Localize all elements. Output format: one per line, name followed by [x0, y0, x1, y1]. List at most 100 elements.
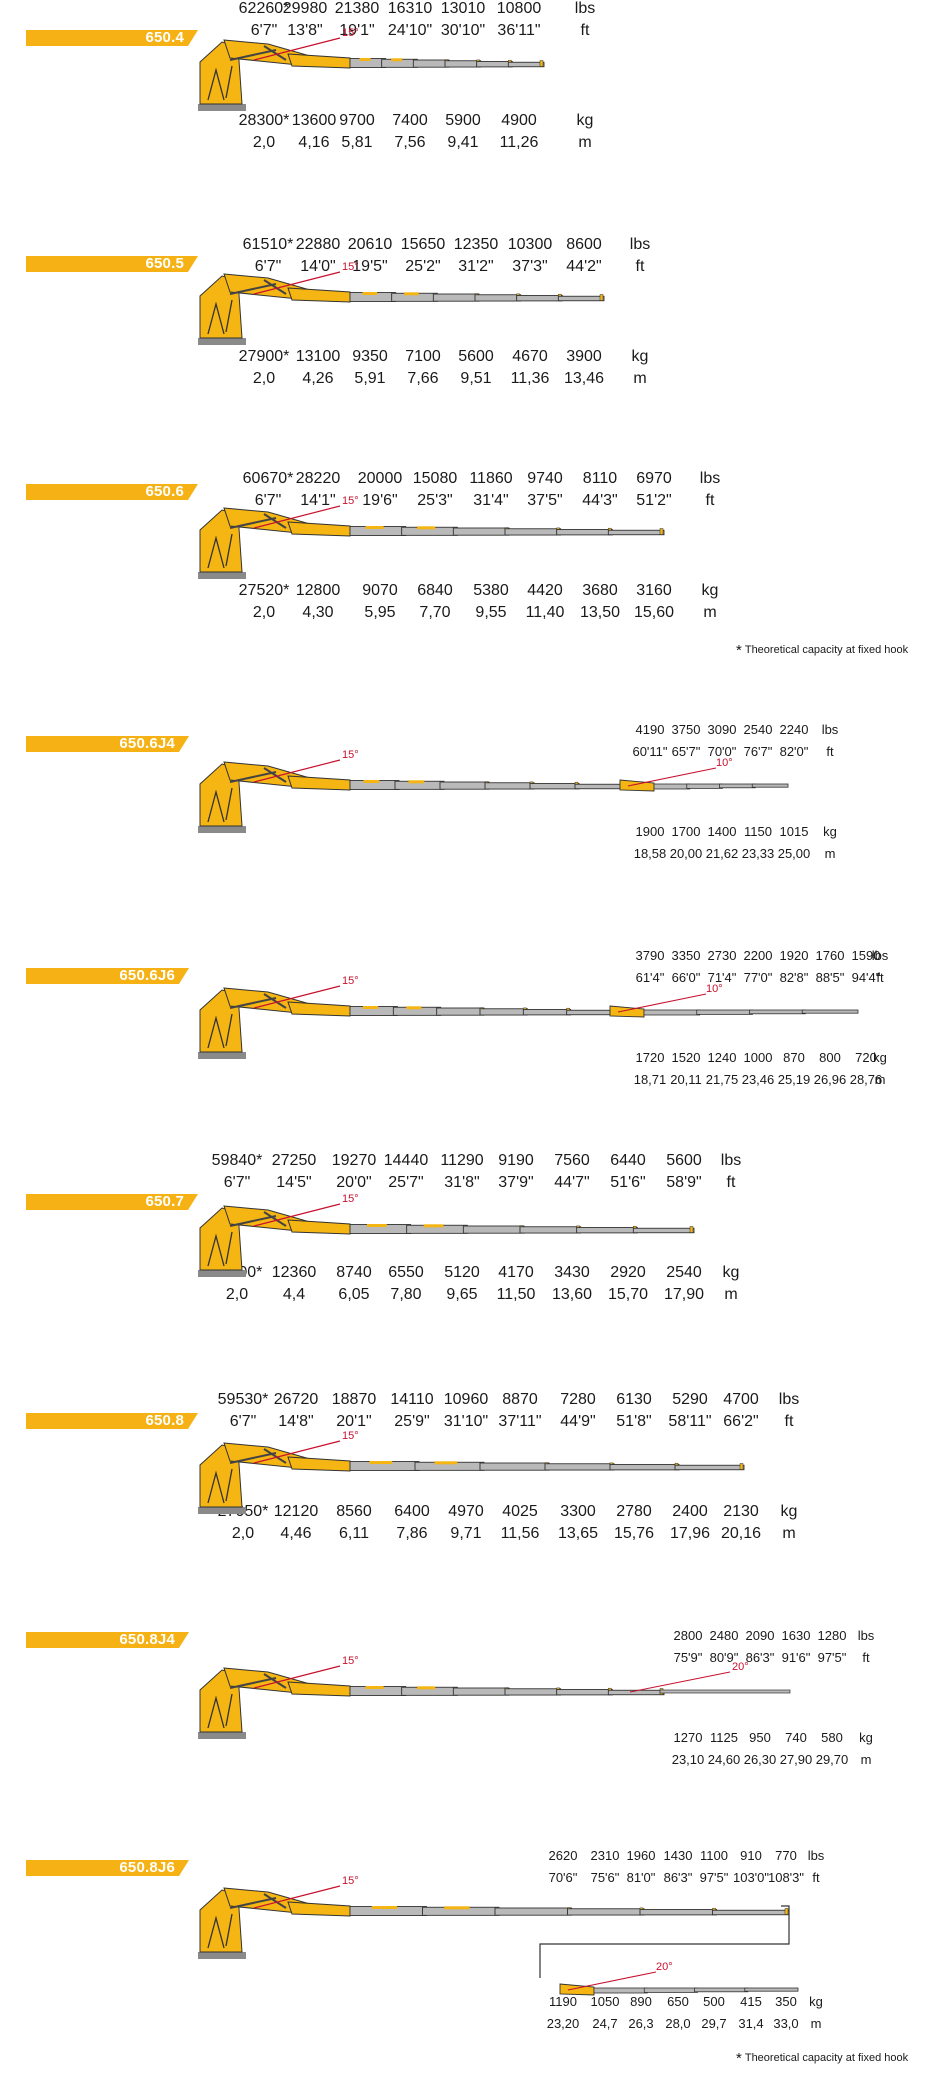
crane-extension-marker — [367, 1224, 387, 1227]
capacity-lbs-row-value: 6440 — [610, 1152, 646, 1169]
reach-m-row-value: 4,16 — [298, 134, 330, 151]
capacity-kg-row-value: 500 — [703, 1994, 725, 2009]
model-tag: 650.5 — [26, 256, 198, 272]
crane-outer-boom — [287, 1001, 351, 1017]
capacity-kg-row-value: 1050 — [590, 1994, 620, 2009]
reach-ft-row-value: 75'6" — [590, 1870, 620, 1885]
capacity-kg-row-value: 5380 — [473, 582, 509, 599]
crane-extension-3 — [412, 59, 450, 68]
crane-base-plate — [198, 104, 246, 111]
reach-ft-row-unit: ft — [580, 22, 590, 39]
crane-extension-6 — [607, 529, 665, 536]
reach-ft-row-value: 66'0" — [671, 970, 701, 985]
capacity-kg-row-value: 3160 — [636, 582, 672, 599]
capacity-kg-row-value: 1000 — [743, 1050, 773, 1065]
crane-column-struts — [207, 787, 233, 823]
capacity-kg-row-unit: kg — [823, 824, 837, 839]
crane-extension-3 — [479, 1462, 550, 1471]
jib-extension-3 — [694, 1987, 749, 1993]
capacity-kg-row-value: 12800 — [295, 582, 341, 599]
crane-diagram: 15°20° — [198, 1875, 799, 1996]
model-name: 650.6 — [145, 483, 184, 500]
capacity-kg-row-value: 5600 — [458, 348, 494, 365]
capacity-lbs-row-value: 22880 — [295, 236, 341, 253]
capacity-kg-row-value: 5120 — [444, 1264, 480, 1281]
capacity-lbs-row-unit: lbs — [720, 1152, 742, 1169]
reach-m-row-value: 13,50 — [579, 604, 621, 621]
jib-extension-3 — [749, 1009, 806, 1015]
reach-m-row-value: 9,41 — [447, 134, 479, 151]
capacity-lbs-row-value: 1100 — [700, 1848, 728, 1863]
capacity-lbs-row-value: 59530* — [217, 1391, 269, 1408]
crane-extension-4 — [444, 60, 482, 68]
capacity-kg-row-value: 1150 — [744, 824, 772, 839]
reach-ft-row-value: 86'3" — [663, 1870, 693, 1885]
reach-ft-row-value: 13'8" — [287, 22, 323, 39]
capacity-kg-row-value: 1520 — [671, 1050, 701, 1065]
reach-ft-row-value: 58'9" — [666, 1174, 702, 1191]
reach-m-row-unit: m — [824, 846, 836, 861]
boom-angle-line — [253, 1203, 341, 1227]
crane-extension-5 — [556, 1689, 613, 1696]
capacity-lbs-row-value: 4190 — [635, 722, 665, 737]
capacity-kg-row-value: 28300* — [238, 112, 290, 129]
capacity-kg-row-unit: kg — [631, 348, 649, 365]
capacity-kg-row-value: 9350 — [352, 348, 388, 365]
reach-m-row-unit: m — [874, 1072, 886, 1087]
reach-m-row-value: 7,66 — [407, 370, 439, 387]
capacity-kg-row-value: 13100 — [295, 348, 341, 365]
crane-extension-collar — [739, 1463, 744, 1470]
capacity-lbs-row-unit: lbs — [574, 0, 596, 17]
crane-extension-marker — [423, 1224, 444, 1228]
capacity-lbs-row-value: 2090 — [745, 1628, 775, 1643]
model-name: 650.7 — [145, 1193, 184, 1210]
jib-extension-1 — [593, 1987, 648, 1994]
reach-m-row-value: 5,81 — [341, 134, 373, 151]
reach-ft-row-value: 37'11" — [498, 1413, 542, 1430]
capacity-lbs-row-unit: lbs — [699, 470, 721, 487]
capacity-kg-row-value: 27900* — [238, 348, 290, 365]
reach-ft-row-value: 6'7" — [254, 492, 282, 509]
boom-angle-label: 15° — [342, 975, 359, 987]
capacity-kg-row-value: 4170 — [498, 1264, 534, 1281]
model-name: 650.6J4 — [119, 735, 175, 752]
capacity-kg-row-value: 890 — [630, 1994, 652, 2009]
reach-m-row-value: 4,30 — [302, 604, 334, 621]
capacity-kg-row-value: 720 — [855, 1050, 877, 1065]
model-tag: 650.4 — [26, 30, 198, 46]
reach-ft-row-value: 66'2" — [723, 1413, 759, 1430]
reach-ft-row-value: 86'3" — [745, 1650, 775, 1665]
capacity-lbs-row-value: 14110 — [390, 1391, 434, 1408]
crane-extension-4 — [519, 1226, 582, 1234]
crane-extension-marker — [406, 1006, 422, 1010]
reach-m-row-value: 15,76 — [613, 1525, 655, 1542]
jib-extension-2 — [643, 1987, 698, 1993]
capacity-kg-row-value: 4670 — [512, 348, 548, 365]
model-tag: 650.8J6 — [26, 1860, 189, 1876]
crane-extension-4 — [474, 294, 522, 302]
crane-column-struts — [207, 299, 233, 335]
reach-ft-row-value: 14'0" — [300, 258, 336, 275]
capacity-kg-row-value: 2540 — [666, 1264, 702, 1281]
capacity-kg-row-value: 350 — [775, 1994, 797, 2009]
capacity-kg-row-value: 9070 — [362, 582, 398, 599]
reach-m-row-value: 13,46 — [563, 370, 605, 387]
jib-angle-line — [567, 1971, 657, 1991]
capacity-kg-row-value: 27520* — [238, 582, 290, 599]
reach-m-row-value: 23,10 — [671, 1752, 705, 1767]
model-name: 650.8J4 — [119, 1631, 175, 1648]
reach-ft-row-value: 82'0" — [779, 744, 809, 759]
crane-extension-marker — [434, 1461, 458, 1465]
capacity-lbs-row-value: 2540 — [743, 722, 773, 737]
capacity-lbs-row-value: 28220 — [295, 470, 341, 487]
reach-ft-row-value: 82'8" — [779, 970, 809, 985]
capacity-kg-row-value: 4025 — [502, 1503, 538, 1520]
jib-extension-1 — [643, 1009, 701, 1016]
capacity-lbs-row-value: 15080 — [412, 470, 458, 487]
capacity-lbs-row-value: 2310 — [590, 1848, 620, 1863]
reach-ft-row-unit: ft — [726, 1174, 736, 1191]
capacity-lbs-row-value: 62260* — [238, 0, 290, 17]
capacity-kg-row-value: 1270 — [673, 1730, 703, 1745]
